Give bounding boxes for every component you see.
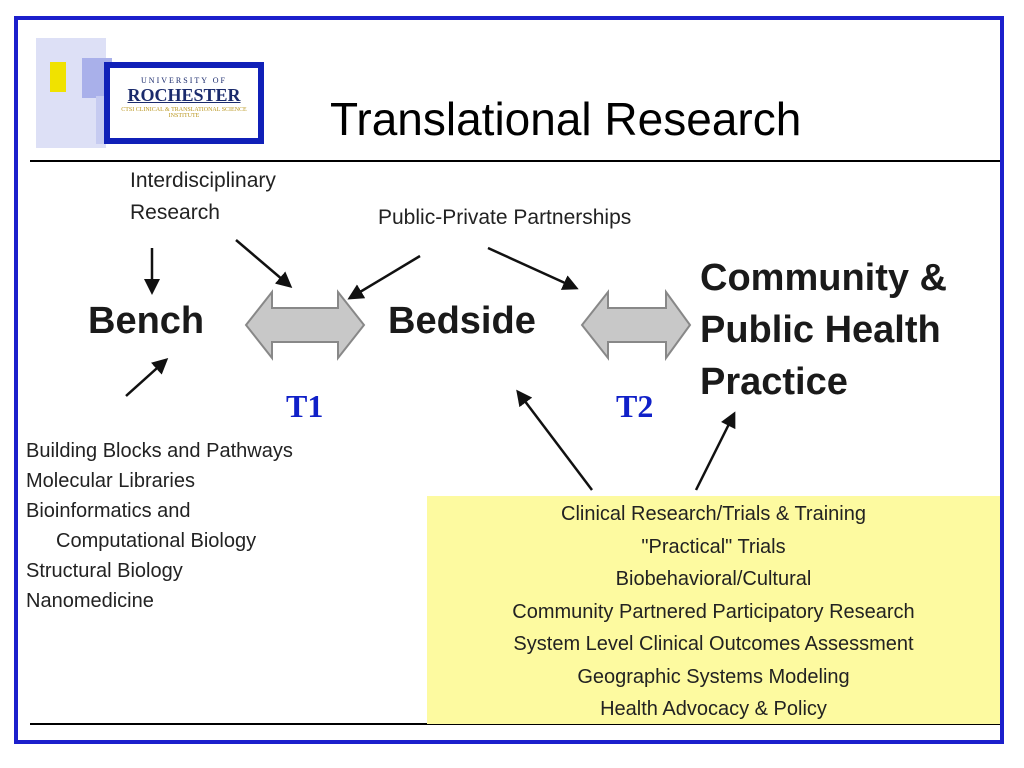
list-item: Biobehavioral/Cultural	[615, 568, 812, 590]
top-rule	[30, 160, 1000, 162]
list-item: "Practical" Trials	[641, 535, 786, 558]
interdisciplinary-research-label: Interdisciplinary Research	[130, 169, 276, 224]
bench-label: Bench	[88, 300, 205, 342]
logo-university-text: UNIVERSITY OF	[141, 76, 227, 85]
logo-ctsi-text: CTSI CLINICAL & TRANSLATIONAL SCIENCE IN…	[121, 107, 247, 119]
arrow-box-to-community	[694, 411, 736, 491]
t1-double-arrow	[244, 289, 366, 361]
list-item: Geographic Systems Modeling	[577, 665, 850, 688]
list-item: Structural Biology	[26, 560, 183, 582]
t2-label: T2	[616, 388, 654, 424]
arrow-list-to-bench	[125, 357, 169, 397]
t1-label: T1	[286, 388, 324, 424]
basic-science-list: Building Blocks and Pathways Molecular L…	[26, 436, 293, 616]
list-item: Building Blocks and Pathways	[26, 440, 293, 462]
list-item: Molecular Libraries	[26, 470, 195, 492]
list-item: System Level Clinical Outcomes Assessmen…	[513, 633, 914, 655]
arrow-interdisciplinary-to-t1	[235, 239, 293, 288]
community-practice-label: Community & Public Health Practice	[700, 257, 947, 403]
clinical-research-box: Clinical Research/Trials & Training "Pra…	[427, 496, 1000, 724]
bedside-label: Bedside	[388, 300, 536, 342]
list-item: Clinical Research/Trials & Training	[561, 503, 866, 525]
slide-title: Translational Research	[330, 93, 802, 145]
logo-rochester-text: ROCHESTER	[127, 85, 241, 105]
arrow-box-to-bedside	[516, 389, 593, 491]
university-logo: UNIVERSITY OF ROCHESTER CTSI CLINICAL & …	[104, 62, 264, 144]
bottom-rule	[30, 723, 1000, 725]
arrow-ppp-to-t2	[487, 246, 579, 290]
t2-double-arrow	[580, 288, 692, 362]
public-private-partnerships-label: Public-Private Partnerships	[378, 206, 632, 229]
list-item: Computational Biology	[56, 530, 257, 552]
arrow-ppp-to-t1	[347, 254, 421, 300]
list-item: Community Partnered Participatory Resear…	[512, 600, 915, 623]
list-item: Nanomedicine	[26, 590, 154, 612]
list-item: Health Advocacy & Policy	[600, 698, 827, 720]
slide-frame	[14, 16, 1004, 744]
list-item: Bioinformatics and	[26, 500, 191, 522]
